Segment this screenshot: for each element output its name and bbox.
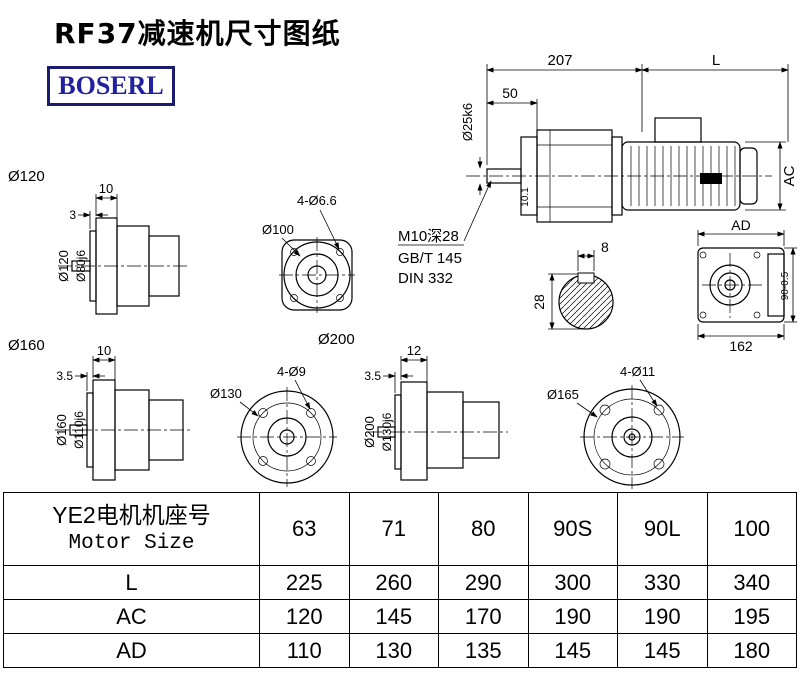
cell-AC-4: 190 — [527, 599, 618, 634]
cell-AD-6: 180 — [706, 633, 797, 668]
motor-size-col-3: 80 — [438, 492, 529, 566]
motor-size-col-2: 71 — [348, 492, 439, 566]
cell-AC-3: 170 — [438, 599, 529, 634]
shaft-section-view: 8 28 — [531, 239, 614, 330]
main-side-view: 207 L 50 Ø25k6 10.1 AC M10深28 GB/T 145 D… — [398, 52, 798, 287]
flange160-label: Ø160 — [8, 337, 45, 354]
cell-AC-6: 195 — [706, 599, 797, 634]
header-en: Motor Size — [68, 532, 195, 556]
dim-flange120-thickness: 10 — [99, 181, 113, 196]
dim-flange160-thickness: 10 — [97, 343, 111, 358]
dim-flange200-thickness: 12 — [407, 343, 421, 358]
cell-AD-5: 145 — [617, 633, 708, 668]
dim-section-height: 28 — [531, 294, 547, 310]
motor-size-col-5: 90L — [617, 492, 708, 566]
flange200-label: Ø200 — [318, 331, 355, 348]
flange165-front-view: Ø165 4-Ø11 — [547, 364, 684, 489]
flange160-side-view: Ø160 10 3.5 Ø160 Ø110j6 — [8, 337, 192, 481]
dim-height-90: 90-0.5 — [780, 271, 791, 300]
table-row-AC: AC 120 145 170 190 190 195 — [3, 599, 797, 634]
page-title: RF37减速机尺寸图纸 — [54, 17, 341, 50]
flange130-front-view: Ø130 4-Ø9 — [210, 364, 337, 487]
flange120-side-view: Ø120 10 3 Ø120 Ø80j6 — [8, 168, 188, 315]
boserl-logo: BOSERL — [47, 66, 175, 106]
cell-AD-1: 110 — [259, 633, 350, 668]
dim-flange130-dia: Ø130 — [210, 386, 242, 401]
note-tap: M10深28 — [398, 228, 459, 245]
dim-AD: AD — [731, 217, 750, 233]
dim-flange160-spigot: Ø110j6 — [72, 411, 86, 449]
header-cn: YE2电机机座号 — [52, 502, 211, 529]
dim-flange130-holes: 4-Ø9 — [277, 364, 306, 379]
dim-flange100-holes: 4-Ø6.6 — [297, 193, 337, 208]
dim-key-height: 10.1 — [520, 187, 531, 207]
motor-size-col-6: 100 — [706, 492, 797, 566]
flange200-side-view: Ø200 12 3.5 Ø200 Ø130j6 — [318, 331, 508, 481]
dim-flange200-spigot: Ø130j6 — [380, 412, 394, 451]
terminal-box — [654, 117, 702, 143]
dim-flange200-step: 3.5 — [364, 369, 381, 383]
dim-AC: AC — [781, 165, 798, 186]
dim-50: 50 — [502, 85, 518, 101]
dim-flange165-holes: 4-Ø11 — [620, 364, 655, 379]
cell-L-2: 260 — [348, 565, 439, 600]
row-label-L: L — [3, 565, 260, 600]
nameplate — [700, 173, 722, 184]
dim-207: 207 — [547, 52, 572, 69]
cell-L-4: 300 — [527, 565, 618, 600]
dim-flange120-outer: Ø120 — [56, 250, 71, 282]
dim-shaft-dia: Ø25k6 — [460, 103, 475, 141]
flange100-front-view: Ø100 4-Ø6.6 — [262, 193, 355, 313]
cell-AD-2: 130 — [348, 633, 439, 668]
dimension-table: YE2电机机座号 Motor Size 63 71 80 90S 90L 100… — [3, 492, 797, 668]
output-end-view: AD 90-0.5 162 — [697, 217, 797, 354]
motor-size-header-cell: YE2电机机座号 Motor Size — [3, 492, 260, 566]
cell-AC-2: 145 — [348, 599, 439, 634]
dim-key-width: 8 — [601, 239, 609, 255]
cell-AC-5: 190 — [617, 599, 708, 634]
dim-flange165-dia: Ø165 — [547, 387, 579, 402]
flange120-label: Ø120 — [8, 168, 45, 185]
cell-L-6: 340 — [706, 565, 797, 600]
cell-L-1: 225 — [259, 565, 350, 600]
cell-AC-1: 120 — [259, 599, 350, 634]
cell-L-3: 290 — [438, 565, 529, 600]
cell-AD-4: 145 — [527, 633, 618, 668]
note-din: DIN 332 — [398, 270, 453, 287]
table-row-AD: AD 110 130 135 145 145 180 — [3, 633, 797, 668]
dim-flange120-step: 3 — [69, 208, 76, 222]
note-gbt: GB/T 145 — [398, 250, 462, 267]
dim-flange160-step: 3.5 — [56, 369, 73, 383]
technical-drawing: 207 L 50 Ø25k6 10.1 AC M10深28 GB/T 145 D… — [8, 52, 798, 489]
dim-flange200-outer: Ø200 — [362, 416, 377, 448]
cell-AD-3: 135 — [438, 633, 529, 668]
motor-size-col-4: 90S — [527, 492, 618, 566]
row-label-AC: AC — [3, 599, 260, 634]
dim-flange160-outer: Ø160 — [54, 414, 69, 446]
logo-text: BOSERL — [58, 71, 164, 100]
dim-L: L — [712, 52, 720, 69]
dim-flange100-dia: Ø100 — [262, 222, 294, 237]
row-label-AD: AD — [3, 633, 260, 668]
cell-L-5: 330 — [617, 565, 708, 600]
motor-size-col-1: 63 — [259, 492, 350, 566]
table-row-L: L 225 260 290 300 330 340 — [3, 565, 797, 600]
table-header-row: YE2电机机座号 Motor Size 63 71 80 90S 90L 100 — [3, 492, 797, 566]
dim-162: 162 — [729, 338, 753, 354]
dim-flange120-spigot: Ø80j6 — [74, 250, 88, 282]
